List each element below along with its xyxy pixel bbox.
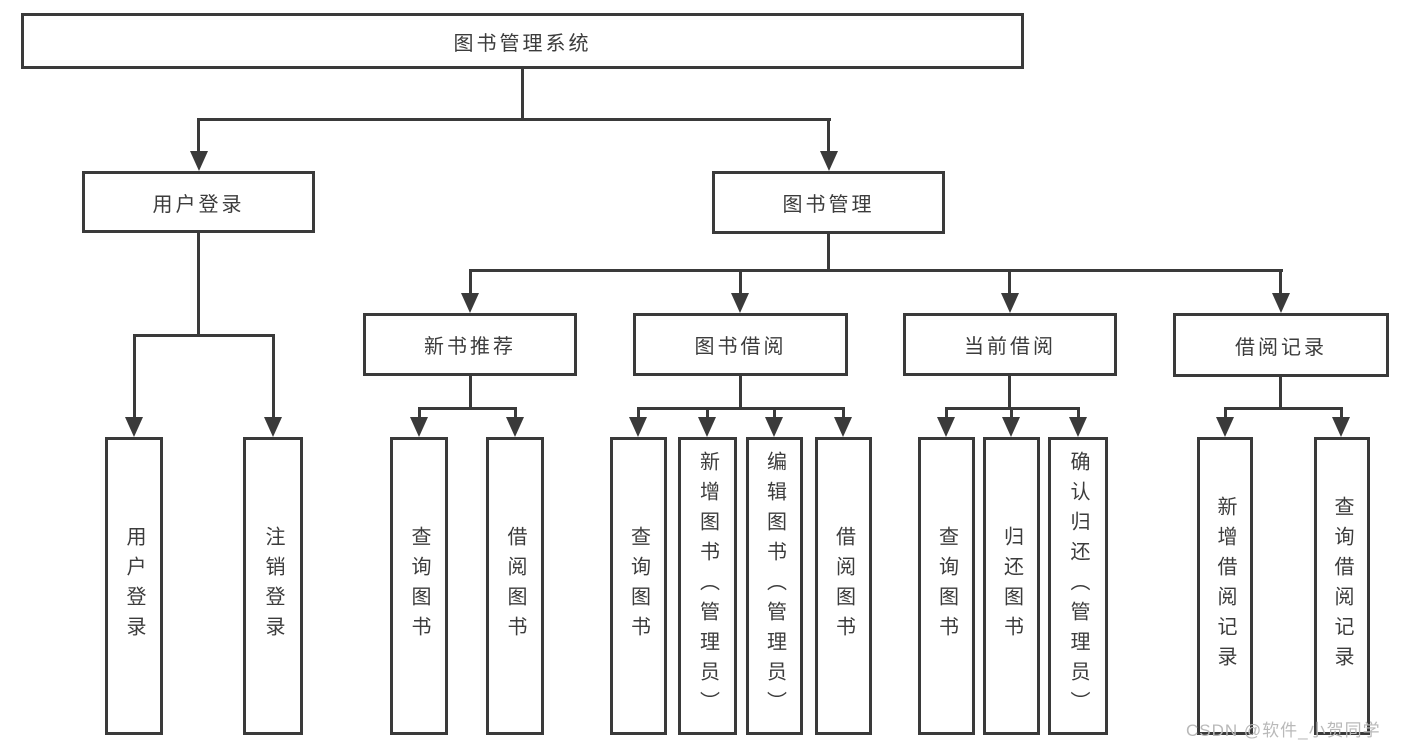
connector-line [197, 118, 831, 121]
arrow-down-icon [410, 417, 428, 437]
arrow-down-icon [190, 151, 208, 171]
leaf-borrow-books-label: 借阅图书 [832, 526, 855, 646]
leaf-newbook-query-books: 查询图书 [390, 437, 448, 735]
connector-line [272, 334, 275, 419]
arrow-down-icon [629, 417, 647, 437]
connector-line [706, 407, 709, 419]
connector-line [133, 334, 136, 419]
node-user-login-label: 用户登录 [152, 193, 245, 216]
connector-line [514, 407, 517, 419]
connector-line [1279, 374, 1282, 409]
leaf-logout-label: 注销登录 [262, 526, 284, 646]
arrow-down-icon [1001, 293, 1019, 313]
leaf-edit-books-admin: 编辑图书（管理员） [746, 437, 803, 735]
leaf-add-books-admin-label: 新增图书（管理员） [696, 451, 719, 721]
connector-line [469, 269, 1283, 272]
connector-line [469, 269, 472, 296]
arrow-down-icon [834, 417, 852, 437]
connector-line [773, 407, 776, 419]
connector-line [739, 269, 742, 296]
connector-line [1340, 407, 1343, 419]
leaf-user-login-label: 用户登录 [123, 526, 145, 646]
connector-line [827, 231, 830, 272]
leaf-add-borrow-record: 新增借阅记录 [1197, 437, 1253, 735]
arrow-down-icon [820, 151, 838, 171]
leaf-add-borrow-record-label: 新增借阅记录 [1214, 496, 1236, 676]
leaf-query-borrow-record: 查询借阅记录 [1314, 437, 1370, 735]
arrow-down-icon [698, 417, 716, 437]
connector-line [133, 334, 275, 337]
leaf-current-query-books-label: 查询图书 [935, 526, 958, 646]
connector-line [197, 118, 200, 154]
arrow-down-icon [731, 293, 749, 313]
node-root-label: 图书管理系统 [453, 32, 592, 55]
connector-line [842, 407, 845, 419]
leaf-borrow-query-books-label: 查询图书 [627, 526, 650, 646]
node-root: 图书管理系统 [21, 13, 1024, 69]
leaf-confirm-return-admin: 确认归还（管理员） [1048, 437, 1108, 735]
connector-line [1008, 269, 1011, 296]
leaf-user-login: 用户登录 [105, 437, 163, 735]
leaf-edit-books-admin-label: 编辑图书（管理员） [763, 451, 786, 721]
leaf-confirm-return-admin-label: 确认归还（管理员） [1067, 451, 1089, 721]
connector-line [197, 230, 200, 336]
connector-line [1279, 269, 1282, 296]
connector-line [827, 118, 830, 154]
connector-line [418, 407, 421, 419]
connector-line [1224, 407, 1227, 419]
arrow-down-icon [765, 417, 783, 437]
node-book-borrowing: 图书借阅 [633, 313, 848, 376]
leaf-logout: 注销登录 [243, 437, 303, 735]
connector-line [1077, 407, 1080, 419]
csdn-watermark: CSDN @软件_小贺同学 [1186, 721, 1381, 740]
node-current-borrowing: 当前借阅 [903, 313, 1117, 376]
node-current-borrowing-label: 当前借阅 [964, 336, 1056, 358]
arrow-down-icon [264, 417, 282, 437]
node-book-management-label: 图书管理 [782, 194, 875, 216]
leaf-return-books: 归还图书 [983, 437, 1040, 735]
leaf-borrow-books: 借阅图书 [815, 437, 872, 735]
node-user-login: 用户登录 [82, 171, 315, 233]
arrow-down-icon [1002, 417, 1020, 437]
arrow-down-icon [461, 293, 479, 313]
node-new-book-recommend-label: 新书推荐 [424, 336, 516, 358]
connector-line [521, 66, 524, 120]
connector-line [945, 407, 948, 419]
node-book-borrowing-label: 图书借阅 [694, 336, 787, 358]
leaf-return-books-label: 归还图书 [1000, 526, 1023, 646]
leaf-add-books-admin: 新增图书（管理员） [678, 437, 737, 735]
node-new-book-recommend: 新书推荐 [363, 313, 577, 376]
leaf-newbook-borrow-books-label: 借阅图书 [504, 526, 526, 646]
node-borrowing-records: 借阅记录 [1173, 313, 1389, 377]
leaf-borrow-query-books: 查询图书 [610, 437, 667, 735]
arrow-down-icon [937, 417, 955, 437]
arrow-down-icon [1069, 417, 1087, 437]
connector-line [1008, 373, 1011, 409]
leaf-current-query-books: 查询图书 [918, 437, 975, 735]
arrow-down-icon [1332, 417, 1350, 437]
arrow-down-icon [506, 417, 524, 437]
arrow-down-icon [1272, 293, 1290, 313]
node-borrowing-records-label: 借阅记录 [1235, 336, 1327, 359]
connector-line [739, 373, 742, 409]
connector-line [637, 407, 844, 410]
node-book-management: 图书管理 [712, 171, 945, 234]
leaf-newbook-query-books-label: 查询图书 [408, 526, 430, 646]
connector-line [418, 407, 517, 410]
connector-line [1010, 407, 1013, 419]
arrow-down-icon [125, 417, 143, 437]
connector-line [469, 373, 472, 409]
leaf-newbook-borrow-books: 借阅图书 [486, 437, 544, 735]
leaf-query-borrow-record-label: 查询借阅记录 [1331, 496, 1353, 676]
connector-line [1224, 407, 1343, 410]
arrow-down-icon [1216, 417, 1234, 437]
connector-line [637, 407, 640, 419]
